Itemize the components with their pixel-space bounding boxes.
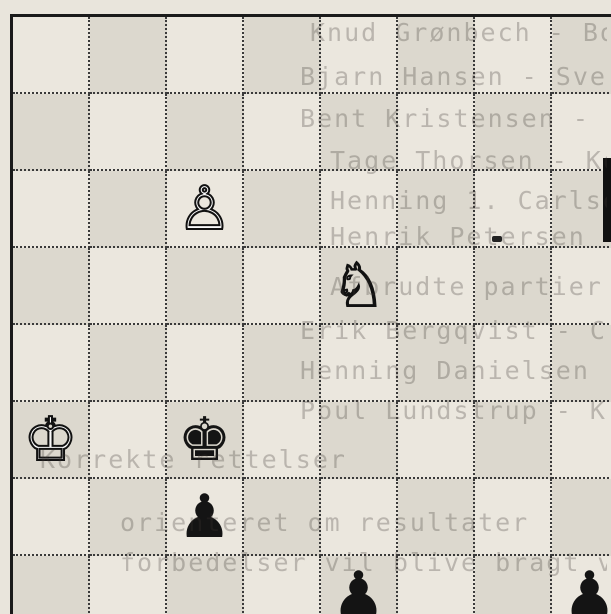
square-h1[interactable]: ♟ bbox=[552, 556, 611, 614]
square-g2[interactable] bbox=[475, 479, 552, 556]
square-a6[interactable] bbox=[13, 171, 90, 248]
square-h3[interactable] bbox=[552, 402, 611, 479]
square-a3[interactable]: ♔ bbox=[13, 402, 90, 479]
square-h8[interactable] bbox=[552, 17, 611, 94]
page-edge-mark bbox=[603, 158, 611, 242]
square-d7[interactable] bbox=[244, 94, 321, 171]
square-d4[interactable] bbox=[244, 325, 321, 402]
square-f2[interactable] bbox=[398, 479, 475, 556]
square-c1[interactable] bbox=[167, 556, 244, 614]
black-king-icon[interactable]: ♚ bbox=[178, 410, 232, 470]
square-d8[interactable] bbox=[244, 17, 321, 94]
black-pawn-icon[interactable]: ♟ bbox=[563, 564, 611, 614]
square-a7[interactable] bbox=[13, 94, 90, 171]
square-b1[interactable] bbox=[90, 556, 167, 614]
square-b5[interactable] bbox=[90, 248, 167, 325]
square-e5[interactable]: ♘ bbox=[321, 248, 398, 325]
white-pawn-icon[interactable]: ♙ bbox=[178, 179, 232, 239]
square-h2[interactable] bbox=[552, 479, 611, 556]
square-f8[interactable] bbox=[398, 17, 475, 94]
square-f1[interactable] bbox=[398, 556, 475, 614]
print-dot bbox=[492, 236, 502, 242]
square-h5[interactable] bbox=[552, 248, 611, 325]
square-c3[interactable]: ♚ bbox=[167, 402, 244, 479]
square-g6[interactable] bbox=[475, 171, 552, 248]
square-d6[interactable] bbox=[244, 171, 321, 248]
square-b8[interactable] bbox=[90, 17, 167, 94]
square-b2[interactable] bbox=[90, 479, 167, 556]
square-c2[interactable]: ♟ bbox=[167, 479, 244, 556]
square-c8[interactable] bbox=[167, 17, 244, 94]
square-f4[interactable] bbox=[398, 325, 475, 402]
square-e4[interactable] bbox=[321, 325, 398, 402]
square-f5[interactable] bbox=[398, 248, 475, 325]
square-g5[interactable] bbox=[475, 248, 552, 325]
square-e6[interactable] bbox=[321, 171, 398, 248]
square-g1[interactable] bbox=[475, 556, 552, 614]
square-g4[interactable] bbox=[475, 325, 552, 402]
square-f3[interactable] bbox=[398, 402, 475, 479]
square-g3[interactable] bbox=[475, 402, 552, 479]
square-c4[interactable] bbox=[167, 325, 244, 402]
white-king-icon[interactable]: ♔ bbox=[24, 410, 78, 470]
square-h4[interactable] bbox=[552, 325, 611, 402]
square-d2[interactable] bbox=[244, 479, 321, 556]
square-c6[interactable]: ♙ bbox=[167, 171, 244, 248]
black-pawn-icon[interactable]: ♟ bbox=[178, 487, 232, 547]
square-e3[interactable] bbox=[321, 402, 398, 479]
square-d3[interactable] bbox=[244, 402, 321, 479]
square-f7[interactable] bbox=[398, 94, 475, 171]
white-knight-icon[interactable]: ♘ bbox=[332, 256, 386, 316]
square-b7[interactable] bbox=[90, 94, 167, 171]
square-a2[interactable] bbox=[13, 479, 90, 556]
square-e8[interactable] bbox=[321, 17, 398, 94]
black-pawn-icon[interactable]: ♟ bbox=[332, 564, 386, 614]
square-a5[interactable] bbox=[13, 248, 90, 325]
square-d5[interactable] bbox=[244, 248, 321, 325]
square-f6[interactable] bbox=[398, 171, 475, 248]
square-b3[interactable] bbox=[90, 402, 167, 479]
square-a4[interactable] bbox=[13, 325, 90, 402]
square-b6[interactable] bbox=[90, 171, 167, 248]
square-a8[interactable] bbox=[13, 17, 90, 94]
square-g7[interactable] bbox=[475, 94, 552, 171]
square-c5[interactable] bbox=[167, 248, 244, 325]
square-g8[interactable] bbox=[475, 17, 552, 94]
square-e1[interactable]: ♟ bbox=[321, 556, 398, 614]
square-e7[interactable] bbox=[321, 94, 398, 171]
square-a1[interactable] bbox=[13, 556, 90, 614]
square-e2[interactable] bbox=[321, 479, 398, 556]
square-c7[interactable] bbox=[167, 94, 244, 171]
square-d1[interactable] bbox=[244, 556, 321, 614]
chessboard[interactable]: ♙ ♘ ♔ ♚ ♟ ♟ ♟ bbox=[10, 14, 611, 614]
square-b4[interactable] bbox=[90, 325, 167, 402]
